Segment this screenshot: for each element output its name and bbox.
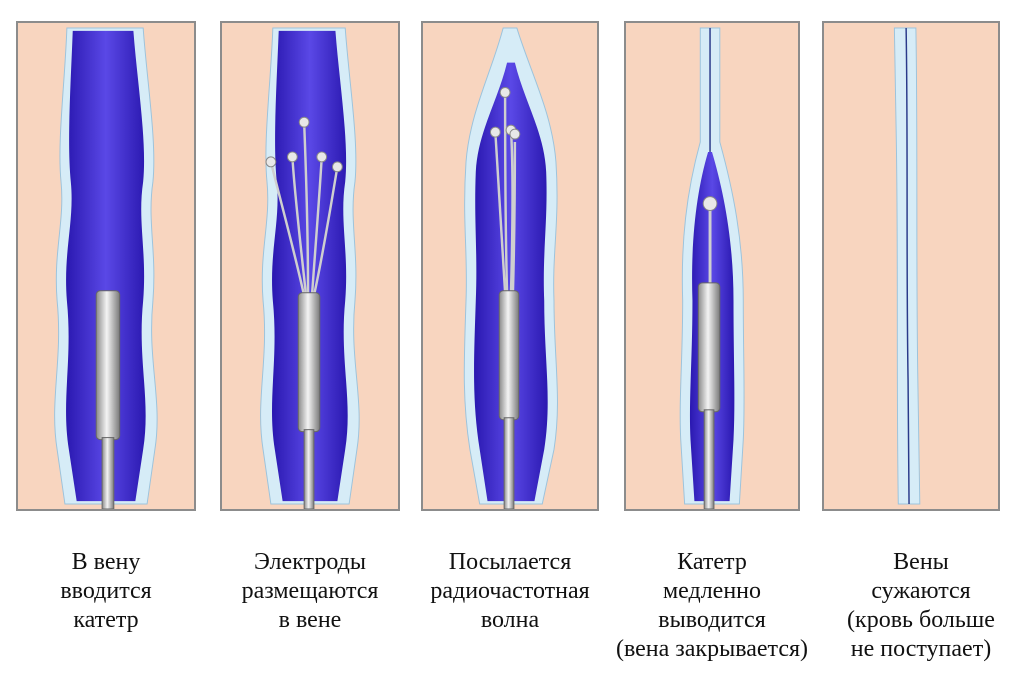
caption-line: Вены: [893, 549, 949, 575]
step-3-panel: [421, 21, 599, 511]
vein-catheter-insertion-illustration: [54, 27, 158, 509]
caption-line: в вене: [278, 607, 342, 633]
caption-line: медленно: [662, 578, 762, 604]
catheter-shaft: [303, 429, 315, 509]
caption-line: В вену: [71, 549, 141, 575]
caption-line: Катетр: [677, 549, 747, 575]
step-1-panel: [16, 21, 196, 511]
vein-seam: [905, 27, 910, 505]
caption-line: Посылается: [448, 549, 572, 575]
vein-blood: [66, 30, 146, 502]
caption-line: волна: [480, 607, 540, 633]
caption-line: (кровь больше: [847, 607, 995, 633]
catheter-shaft: [101, 437, 115, 509]
caption-line: сужаются: [871, 578, 971, 604]
vein-radiofrequency-illustration: [463, 27, 558, 509]
vein-electrodes-deployed-illustration: [260, 27, 360, 509]
step-5-panel: [822, 21, 1000, 511]
catheter-sheath: [95, 290, 121, 441]
step-4-caption: Катетр медленно выводится (вена закрывае…: [595, 548, 829, 664]
step-2-panel: [220, 21, 400, 511]
catheter-sheath: [297, 292, 321, 433]
catheter-shaft: [503, 417, 515, 509]
caption-line: Электроды: [254, 549, 366, 575]
electrode-tips: [489, 86, 521, 140]
catheter-shaft: [703, 409, 715, 509]
catheter-sheath: [498, 290, 520, 421]
catheter-sheath: [697, 282, 721, 413]
electrode-tip: [702, 196, 718, 211]
step-3-caption: Посылается радиочастотная волна: [405, 548, 615, 635]
caption-line: (вена закрывается): [615, 636, 809, 662]
caption-line: вводится: [60, 578, 152, 604]
electrode-array: [494, 92, 517, 293]
vein-closed-illustration: [893, 27, 921, 505]
step-1-caption: В вену вводится катетр: [16, 548, 196, 635]
electrode-array: [269, 122, 339, 297]
vein-blood: [272, 30, 348, 502]
electrode-tips: [265, 116, 343, 173]
step-5-caption: Вены сужаются (кровь больше не поступает…: [826, 548, 1016, 664]
step-4-panel: [624, 21, 800, 511]
caption-line: радиочастотная: [430, 578, 590, 604]
caption-line: не поступает): [850, 636, 992, 662]
caption-line: катетр: [73, 607, 139, 633]
caption-line: выводится: [658, 607, 766, 633]
vein-catheter-withdrawal-illustration: [679, 27, 745, 509]
step-2-caption: Электроды размещаются в вене: [210, 548, 410, 635]
caption-line: размещаются: [241, 578, 379, 604]
